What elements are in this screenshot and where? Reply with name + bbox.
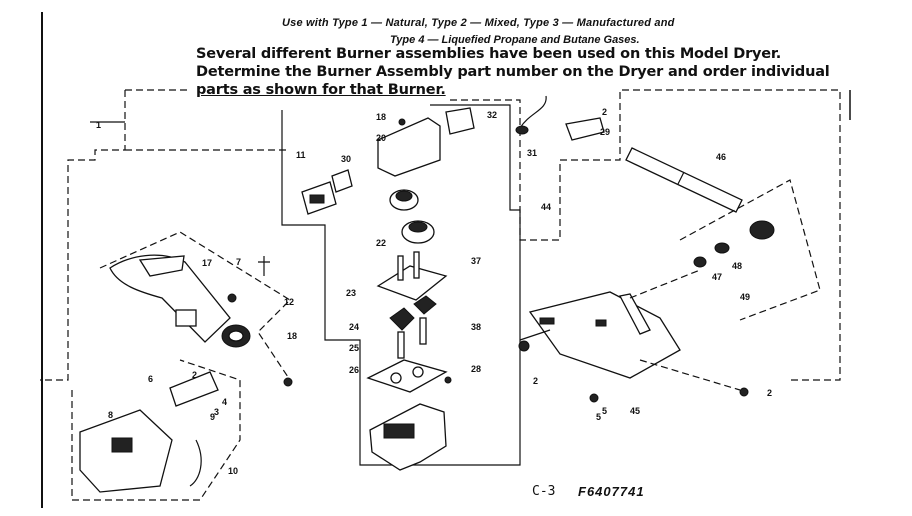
sheet-number: C-3 bbox=[532, 484, 556, 499]
plunger-a bbox=[397, 255, 404, 281]
callout-2a: 2 bbox=[602, 107, 607, 117]
burner-clip-part bbox=[175, 309, 197, 327]
callout-17: 17 bbox=[202, 258, 212, 268]
screw-28-part bbox=[444, 376, 452, 384]
valve-body-outlet bbox=[383, 423, 415, 439]
igniter-31-lead bbox=[519, 95, 547, 129]
igniter-group-boundary bbox=[71, 359, 241, 501]
callout-48: 48 bbox=[732, 261, 742, 271]
burner-tube-part bbox=[109, 254, 231, 343]
bracket-20-part bbox=[377, 117, 441, 177]
callout-2c: 2 bbox=[767, 388, 772, 398]
callout-32: 32 bbox=[487, 110, 497, 120]
clip-30-part bbox=[331, 169, 353, 193]
washer-47-part bbox=[693, 256, 707, 268]
orifice-hood-part bbox=[749, 220, 775, 240]
bracket-slot-b bbox=[595, 319, 607, 327]
callout-2d: 2 bbox=[192, 370, 197, 380]
callout-12: 12 bbox=[284, 297, 294, 307]
air-shutter-opening bbox=[228, 330, 244, 342]
callout-3: 3 bbox=[214, 407, 219, 417]
burner-assembly-boundary bbox=[40, 89, 841, 381]
coil-22-top bbox=[395, 190, 413, 202]
callout-31: 31 bbox=[527, 148, 537, 158]
callout-20: 20 bbox=[376, 133, 386, 143]
gasket-26-part bbox=[366, 359, 448, 393]
drawing-code: F6407741 bbox=[578, 484, 645, 499]
screw-2-right bbox=[739, 387, 749, 397]
callout-7: 7 bbox=[236, 257, 241, 267]
coil-37-top bbox=[408, 221, 428, 233]
callout-47: 47 bbox=[712, 272, 722, 282]
callout-18a: 18 bbox=[287, 331, 297, 341]
igniter-31-part bbox=[515, 125, 529, 135]
valve-plate-23-part bbox=[376, 265, 448, 301]
type-note-line-1: Use with Type 1 — Natural, Type 2 — Mixe… bbox=[282, 17, 675, 29]
type-note-line-2: Type 4 — Liquefied Propane and Butane Ga… bbox=[390, 34, 640, 46]
burner-note-line-1: Several different Burner assemblies have… bbox=[196, 46, 782, 62]
burner-tube-boundary bbox=[99, 231, 291, 381]
wire-10-part bbox=[189, 439, 202, 487]
callout-8: 8 bbox=[108, 410, 113, 420]
bracket-tab-part bbox=[619, 293, 651, 335]
callout-22: 22 bbox=[376, 238, 386, 248]
tube-46-joint bbox=[677, 171, 685, 185]
callout-1: 1 bbox=[96, 120, 101, 130]
screw-19-part bbox=[398, 118, 406, 126]
callout-18b: 18 bbox=[376, 112, 386, 122]
callout-38: 38 bbox=[471, 322, 481, 332]
leader-orifice bbox=[629, 269, 701, 299]
callout-10: 10 bbox=[228, 466, 238, 476]
callout-49: 49 bbox=[740, 292, 750, 302]
igniter-element-part bbox=[169, 371, 219, 407]
callout-46: 46 bbox=[716, 152, 726, 162]
burner-bracket-part bbox=[528, 291, 681, 379]
gasket-hole-a bbox=[390, 372, 402, 384]
callout-2b: 2 bbox=[533, 376, 538, 386]
tube-46-part bbox=[625, 147, 743, 213]
orifice-group-boundary bbox=[679, 179, 821, 321]
callout-5: 5 bbox=[602, 406, 607, 416]
plate-32-part bbox=[445, 107, 475, 135]
callout-6: 6 bbox=[148, 374, 153, 384]
screw-2-left bbox=[518, 340, 530, 352]
orifice-45-part bbox=[714, 242, 730, 254]
burner-note-line-3: parts as shown for that Burner. bbox=[196, 82, 446, 98]
screw-18-part bbox=[283, 377, 293, 387]
burner-stack-frame bbox=[281, 104, 521, 466]
igniter-8-part bbox=[111, 437, 133, 453]
plunger-b bbox=[413, 251, 420, 279]
callout-30: 30 bbox=[341, 154, 351, 164]
bracket-29-part bbox=[565, 117, 605, 141]
seat-38-part bbox=[413, 295, 437, 315]
callout-25: 25 bbox=[349, 343, 359, 353]
bracket-slot-a bbox=[539, 317, 555, 325]
screw-5-part bbox=[589, 393, 599, 403]
pin-38-part bbox=[419, 317, 427, 345]
callout-24: 24 bbox=[349, 322, 359, 332]
callout-28: 28 bbox=[471, 364, 481, 374]
callout-26: 26 bbox=[349, 365, 359, 375]
callout-23: 23 bbox=[346, 288, 356, 298]
burner-note-line-2: Determine the Burner Assembly part numbe… bbox=[196, 64, 830, 80]
leader-bracket bbox=[519, 329, 551, 341]
callout-29: 29 bbox=[600, 127, 610, 137]
pin-7-part bbox=[258, 256, 270, 276]
seat-24-part bbox=[389, 307, 415, 331]
callout-44: 44 bbox=[541, 202, 551, 212]
leader-2-dashed bbox=[639, 359, 741, 391]
screw-17-part bbox=[227, 293, 237, 303]
callout-37: 37 bbox=[471, 256, 481, 266]
callout-9: 9 bbox=[210, 412, 215, 422]
pin-25-part bbox=[397, 331, 405, 359]
switch-11-face bbox=[309, 194, 325, 204]
callout-45: 45 bbox=[630, 406, 640, 416]
callout-5b: 5 bbox=[596, 412, 601, 422]
burner-tube-inlet bbox=[138, 255, 185, 277]
gasket-hole-b bbox=[412, 366, 424, 378]
callout-11: 11 bbox=[296, 150, 306, 160]
callout-4: 4 bbox=[222, 397, 227, 407]
